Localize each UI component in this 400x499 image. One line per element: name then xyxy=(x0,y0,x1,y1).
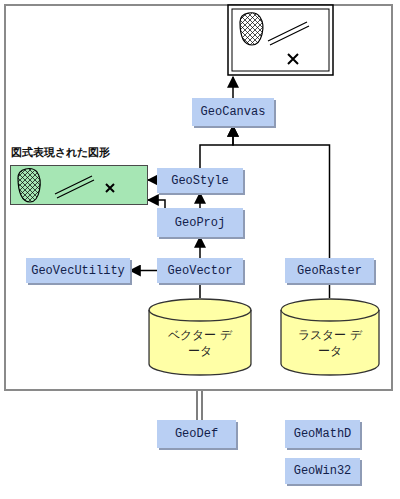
class-box: GeoRaster xyxy=(285,258,374,283)
connector xyxy=(200,126,233,168)
class-box: GeoWin32 xyxy=(285,458,360,484)
symbol-panel: 図式表現された図形 xyxy=(10,165,148,205)
class-name: GeoProj xyxy=(175,216,225,230)
class-name: GeoVecUtility xyxy=(31,264,125,278)
symbol-picture xyxy=(10,165,148,205)
class-name: GeoMathD xyxy=(294,427,352,441)
connector xyxy=(148,200,165,208)
class-name: GeoCanvas xyxy=(201,105,266,119)
class-box: GeoVecUtility xyxy=(26,258,130,283)
connector xyxy=(199,193,201,208)
connector xyxy=(233,126,330,258)
class-name: GeoWin32 xyxy=(294,464,352,478)
store-label: ベクター データ xyxy=(168,328,232,359)
outer-frame xyxy=(5,5,392,390)
double-line xyxy=(197,391,202,420)
connector xyxy=(130,270,157,272)
data-store: ベクター データ xyxy=(148,298,252,376)
panel-heading: 図式表現された図形 xyxy=(11,145,110,160)
class-box: GeoDef xyxy=(157,420,236,448)
class-name: GeoStyle xyxy=(171,174,229,188)
canvas-picture xyxy=(228,5,333,75)
class-box: GeoVector xyxy=(157,258,243,283)
connector xyxy=(199,237,201,258)
data-store: ラスター データ xyxy=(280,298,380,376)
class-box: GeoCanvas xyxy=(192,98,274,126)
class-name: GeoRaster xyxy=(297,264,362,278)
class-box: GeoProj xyxy=(157,208,243,237)
connector xyxy=(148,179,157,181)
store-label: ラスター データ xyxy=(298,328,362,359)
connector xyxy=(329,283,331,298)
connector xyxy=(199,283,201,298)
class-box: GeoMathD xyxy=(285,420,360,448)
class-box: GeoStyle xyxy=(157,168,243,193)
output-arrow xyxy=(232,77,234,98)
class-name: GeoDef xyxy=(175,427,218,441)
class-name: GeoVector xyxy=(168,264,233,278)
